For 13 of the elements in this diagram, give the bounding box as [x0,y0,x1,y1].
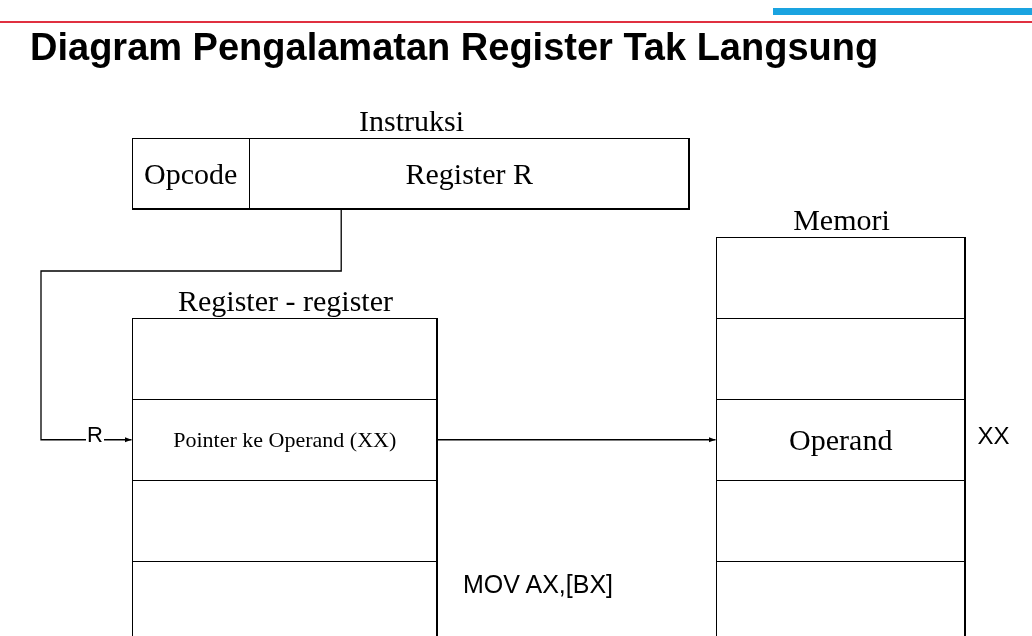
register-text: Register R [405,156,533,191]
register-field [248,137,690,210]
register-heading: Register - register [177,283,394,319]
instruction-heading: Instruksi [358,103,465,139]
slide-title: Diagram Pengalamatan Register Tak Langsung [30,26,879,69]
pointer-text: Pointer ke Operand (XX) [173,426,397,453]
arrow [40,209,342,443]
address-label: XX [977,421,1010,450]
operand-text: Operand [789,422,893,457]
instruction-example: MOV AX,[BX] [463,570,614,599]
memory-heading: Memori [792,202,891,238]
arrow [437,436,717,443]
opcode-text: Opcode [144,156,238,191]
